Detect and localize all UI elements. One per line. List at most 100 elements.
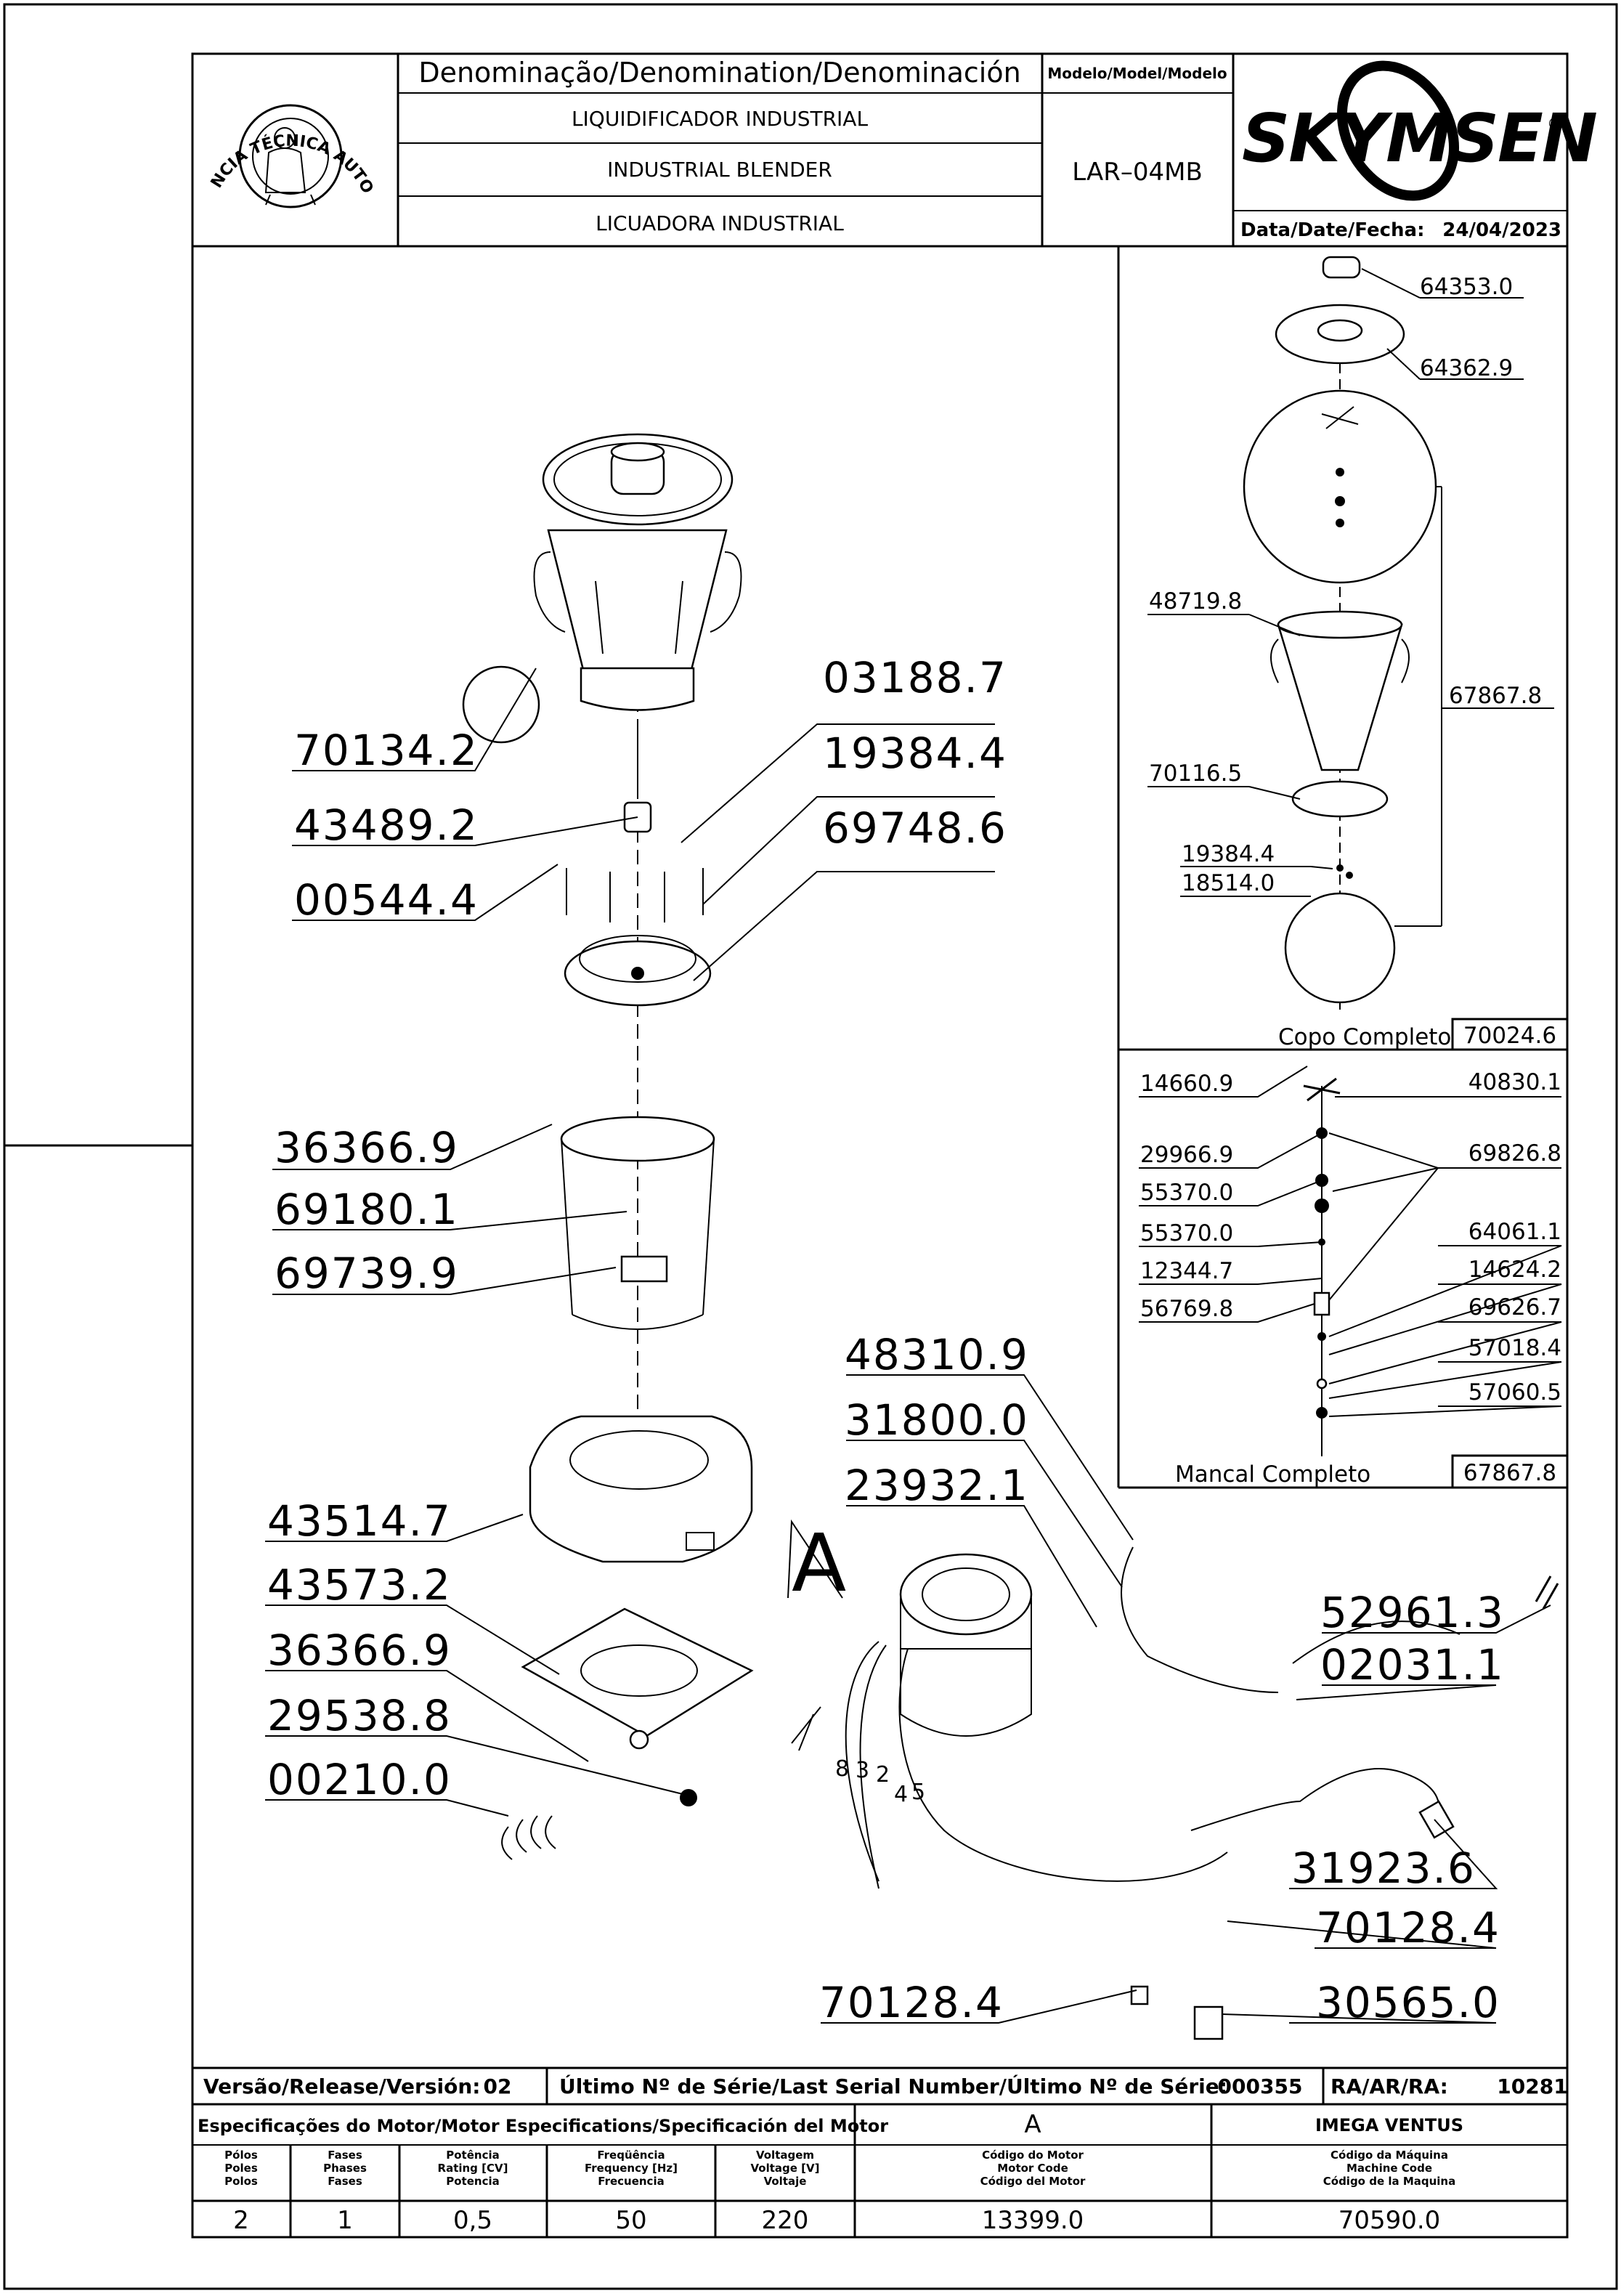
footer-table: Versão/Release/Versión: 02 Último Nº de … [192, 2066, 1568, 2237]
callout-29538-8: 29538.8 [267, 1691, 452, 1740]
callout-36366-9-b: 36366.9 [267, 1626, 452, 1675]
bearing-callout-14624-2: 14624.2 [1468, 1257, 1561, 1283]
spec-header-phases: Fases Phases Fases [323, 2149, 367, 2188]
wire-number-8: 8 [835, 1756, 849, 1782]
svg-text:Machine Code: Machine Code [1346, 2162, 1432, 2175]
svg-text:Potência: Potência [446, 2149, 499, 2162]
ra-value: 10281 [1497, 2074, 1567, 2098]
model-label: Modelo/Model/Modelo [1047, 65, 1227, 82]
bearing-callout-69626-7: 69626.7 [1468, 1294, 1561, 1321]
callout-19384-4: 19384.4 [823, 729, 1007, 778]
svg-text:Fases: Fases [328, 2149, 362, 2162]
svg-text:Voltaje: Voltaje [764, 2175, 807, 2188]
bearing-assembly-panel: Mancal Completo 67867.8 14660.9 40830.1 … [1139, 1066, 1569, 1489]
svg-text:Phases: Phases [323, 2162, 367, 2175]
serial-value: 000355 [1218, 2074, 1303, 2098]
serial-label: Último Nº de Série/Last Serial Number/Úl… [559, 2074, 1227, 2098]
callout-03188-7: 03188.7 [823, 653, 1007, 702]
svg-text:Freqüência: Freqüência [597, 2149, 665, 2162]
spec-header-voltage: Voltagem Voltage [V] Voltaje [751, 2149, 820, 2188]
date-value: 24/04/2023 [1442, 219, 1561, 241]
release-value: 02 [484, 2074, 512, 2098]
spec-header-machine-code: Código da Máquina Machine Code Código de… [1323, 2149, 1455, 2188]
callout-31923-6: 31923.6 [1291, 1843, 1476, 1893]
spec-value-poles: 2 [233, 2206, 249, 2235]
svg-text:Código de la Maquina: Código de la Maquina [1323, 2175, 1455, 2188]
spec-value-rating: 0,5 [453, 2206, 492, 2235]
callout-70128-4-b: 70128.4 [819, 1978, 1004, 2027]
svg-text:Potencia: Potencia [446, 2175, 499, 2188]
name-spanish: LICUADORA INDUSTRIAL [596, 211, 844, 235]
cup-callout-48719-8: 48719.8 [1149, 588, 1242, 614]
motor-manufacturer: IMEGA VENTUS [1315, 2115, 1463, 2135]
brand-logo: SKYMSEN ® [1242, 60, 1598, 201]
motor-base-ring [564, 868, 712, 1007]
cup-callout-67867-8: 67867.8 [1449, 683, 1542, 709]
leader-lines [265, 668, 1551, 2024]
bearing-callout-57060-5: 57060.5 [1468, 1379, 1561, 1405]
ra-label: RA/AR/RA: [1330, 2074, 1448, 2098]
bearing-callout-40830-1: 40830.1 [1468, 1069, 1561, 1095]
callout-30565-0: 30565.0 [1316, 1978, 1500, 2027]
title-block: Denominação/Denomination/Denominación LI… [192, 54, 1567, 248]
wire-number-5: 5 [911, 1780, 925, 1805]
callout-69748-6: 69748.6 [823, 803, 1007, 853]
bearing-callout-55370-0-b: 55370.0 [1140, 1220, 1233, 1246]
spec-header-poles: Pólos Poles Polos [224, 2149, 258, 2188]
motor-assembly [791, 1546, 1559, 2040]
svg-text:Rating [CV]: Rating [CV] [438, 2162, 508, 2175]
cup-panel-code: 70024.6 [1463, 1023, 1556, 1049]
callout-48310-9: 48310.9 [845, 1330, 1029, 1379]
svg-text:ASSISTÊNCIA TÉCNICA AUTORIZADA: ASSISTÊNCIA TÉCNICA AUTORIZADA [0, 0, 377, 197]
bearing-callout-14660-9: 14660.9 [1140, 1071, 1233, 1097]
blade-detail-circle [462, 665, 540, 744]
svg-text:Voltage [V]: Voltage [V] [751, 2162, 820, 2175]
svg-text:Código da Máquina: Código da Máquina [1330, 2149, 1448, 2162]
bearing-callout-55370-0-a: 55370.0 [1140, 1180, 1233, 1206]
spec-value-phases: 1 [337, 2206, 353, 2235]
wire-number-3: 3 [856, 1758, 869, 1783]
svg-text:Código del Motor: Código del Motor [980, 2175, 1086, 2188]
cup-callout-64362-9: 64362.9 [1420, 355, 1513, 381]
base-housing [529, 1415, 753, 1563]
callout-43514-7: 43514.7 [267, 1496, 452, 1546]
callout-70134-2: 70134.2 [294, 726, 479, 775]
spec-value-motor-code: 13399.0 [982, 2206, 1084, 2235]
bearing-panel-title: Mancal Completo [1175, 1461, 1370, 1488]
wire-number-4: 4 [894, 1782, 908, 1807]
motor-letter: A [1024, 2110, 1041, 2139]
svg-text:Frequency [Hz]: Frequency [Hz] [585, 2162, 678, 2175]
exploded-view: A 8 3 2 4 5 [265, 433, 1559, 2040]
bearing-callout-57018-4: 57018.4 [1468, 1335, 1561, 1361]
callout-00210-0: 00210.0 [267, 1755, 452, 1804]
motor-spec-title: Especificações do Motor/Motor Especifica… [198, 2116, 888, 2136]
brand-name: SKYMSEN [1242, 100, 1597, 177]
callout-69739-9: 69739.9 [275, 1249, 459, 1298]
callout-02031-1: 02031.1 [1320, 1640, 1505, 1689]
svg-text:Código do Motor: Código do Motor [982, 2149, 1084, 2162]
cup-assembly-panel: Copo Completo 70024.6 64353.0 64362.9 48… [1117, 246, 1569, 1489]
svg-text:Poles: Poles [224, 2162, 258, 2175]
seal-text: ASSISTÊNCIA TÉCNICA AUTORIZADA [0, 0, 377, 197]
cup-panel-title: Copo Completo [1278, 1024, 1451, 1050]
svg-text:Fases: Fases [328, 2175, 362, 2188]
spec-value-frequency: 50 [615, 2206, 646, 2235]
date-label: Data/Date/Fecha: [1240, 219, 1425, 241]
release-label: Versão/Release/Versión: [203, 2074, 480, 2098]
svg-text:Pólos: Pólos [224, 2149, 258, 2162]
bearing-callout-69826-8: 69826.8 [1468, 1140, 1561, 1167]
callout-70128-4-a: 70128.4 [1316, 1903, 1500, 1952]
svg-text:Voltagem: Voltagem [756, 2149, 814, 2162]
registered-mark: ® [1547, 115, 1563, 134]
bearing-callout-29966-9: 29966.9 [1140, 1142, 1233, 1168]
cup-callout-18514-0: 18514.0 [1182, 870, 1275, 896]
base-plate [501, 1607, 754, 1860]
callout-31800-0: 31800.0 [845, 1395, 1029, 1445]
name-portuguese: LIQUIDIFICADOR INDUSTRIAL [572, 107, 868, 131]
denomination-label: Denominação/Denomination/Denominación [418, 57, 1020, 89]
inner-frame [191, 52, 1569, 2239]
callout-43573-2: 43573.2 [267, 1560, 452, 1610]
wire-number-2: 2 [876, 1762, 890, 1788]
callout-69180-1: 69180.1 [275, 1185, 459, 1234]
